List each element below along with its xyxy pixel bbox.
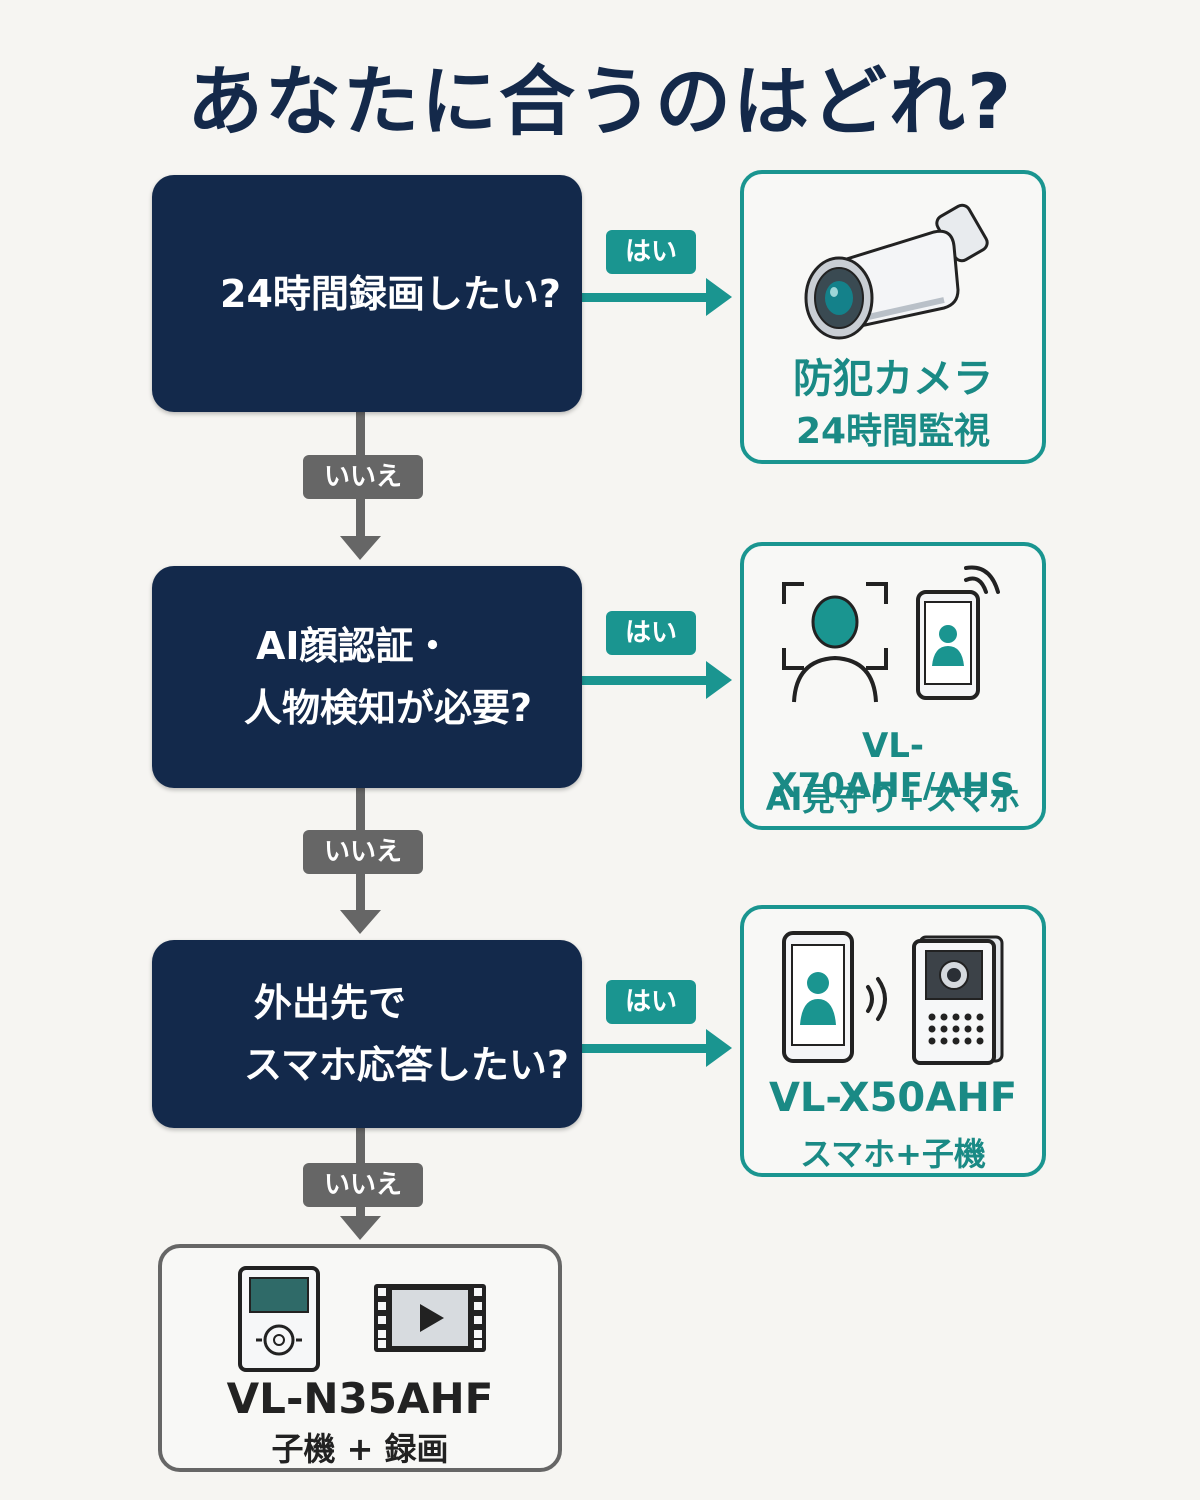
result-1-name: 防犯カメラ bbox=[793, 356, 993, 402]
security-camera-icon bbox=[804, 203, 989, 340]
page-title: あなたに合うのはどれ? bbox=[186, 57, 1014, 146]
question-3-line-2: スマホ応答したい? bbox=[244, 1043, 569, 1087]
smartphone-icon bbox=[916, 590, 980, 700]
no-label-3: いいえ bbox=[303, 1163, 423, 1207]
question-box-2: AI顔認証・ 人物検知が必要? bbox=[152, 566, 582, 788]
no-label-2: いいえ bbox=[303, 830, 423, 874]
result-2-sub: AI見守り+スマホ bbox=[765, 780, 1021, 818]
yes-label-3: はい bbox=[606, 980, 696, 1024]
face-recognition-icon bbox=[782, 582, 888, 703]
result-box-4: VL-N35AHF 子機 + 録画 bbox=[158, 1244, 562, 1472]
door-intercom-icon bbox=[912, 935, 1004, 1065]
video-recording-icon bbox=[374, 1284, 486, 1352]
result-1-sub: 24時間監視 bbox=[795, 411, 991, 452]
result-box-1: 防犯カメラ 24時間監視 bbox=[740, 170, 1046, 464]
result-box-2: VL-X70AHF/AHS AI見守り+スマホ bbox=[740, 542, 1046, 830]
result-3-name: VL-X50AHF bbox=[768, 1075, 1018, 1121]
question-box-1: 24時間録画したい? bbox=[152, 175, 582, 412]
result-4-sub: 子機 + 録画 bbox=[271, 1430, 449, 1468]
smartphone-icon bbox=[782, 931, 854, 1063]
no-label-1: いいえ bbox=[303, 455, 423, 499]
question-1-line-1: 24時間録画したい? bbox=[220, 271, 561, 316]
question-2-line-1: AI顔認証・ bbox=[256, 624, 452, 668]
yes-label-2: はい bbox=[606, 611, 696, 655]
wireless-signal-icon bbox=[866, 977, 887, 1021]
result-2-name: VL-X70AHF/AHS bbox=[771, 726, 1015, 806]
wireless-signal-icon bbox=[964, 565, 1000, 594]
yes-label-1: はい bbox=[606, 230, 696, 274]
handset-monitor-icon bbox=[238, 1266, 320, 1372]
question-box-3: 外出先で スマホ応答したい? bbox=[152, 940, 582, 1128]
yes-arrow-1 bbox=[582, 278, 732, 316]
question-2-line-2: 人物検知が必要? bbox=[244, 686, 533, 730]
yes-arrow-3 bbox=[582, 1029, 732, 1067]
result-4-name: VL-N35AHF bbox=[226, 1374, 494, 1423]
yes-arrow-2 bbox=[582, 661, 732, 699]
result-box-3: VL-X50AHF スマホ+子機 bbox=[740, 905, 1046, 1177]
question-3-line-1: 外出先で bbox=[254, 981, 407, 1025]
result-3-sub: スマホ+子機 bbox=[800, 1135, 986, 1173]
